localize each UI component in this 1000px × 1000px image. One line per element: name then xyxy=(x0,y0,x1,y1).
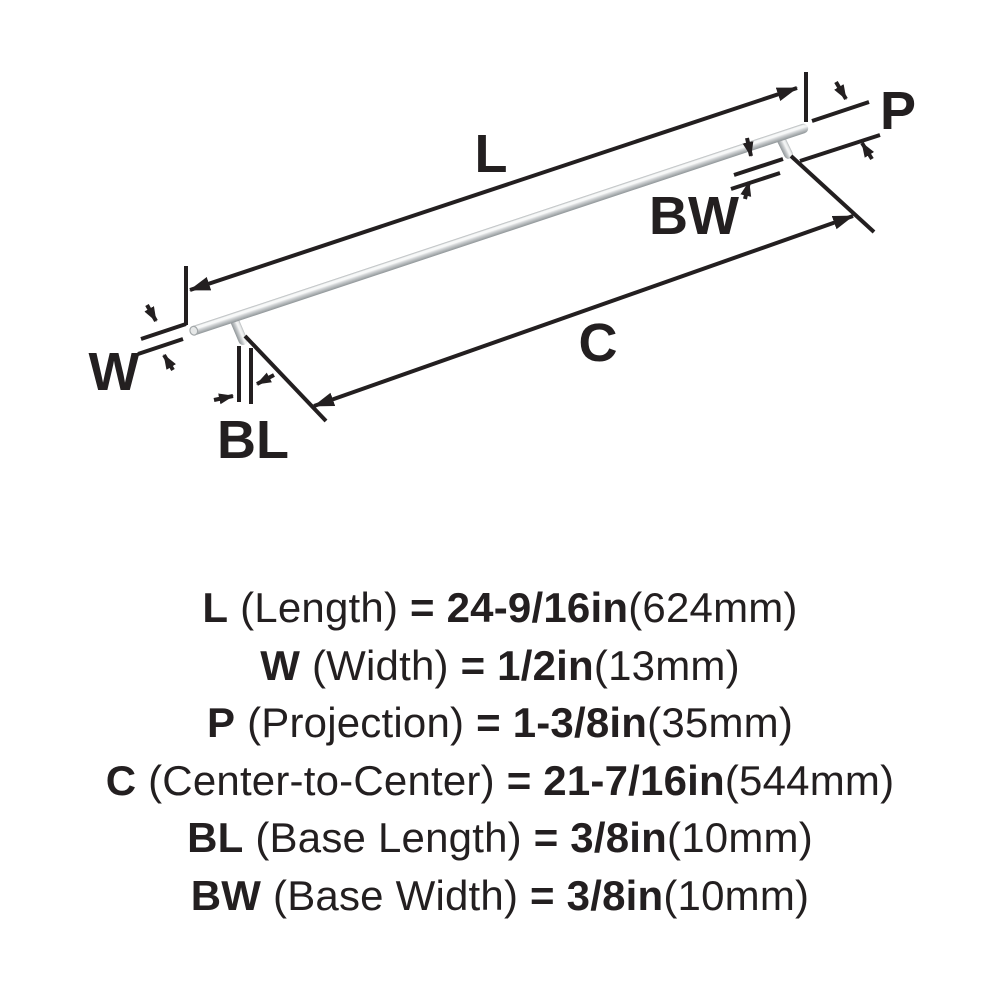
p-line-upper xyxy=(811,100,870,123)
spec-projection-value: 1-3/8in xyxy=(512,699,648,746)
spec-base-length-value: 3/8in xyxy=(570,814,668,861)
spec-projection-metric: (35mm) xyxy=(647,699,794,746)
label-projection: P xyxy=(880,81,916,141)
spec-length-abbr: L xyxy=(202,584,229,631)
spec-base-width-equals: = xyxy=(530,871,555,919)
c-extension-left xyxy=(243,334,328,423)
c-extension-right xyxy=(789,154,876,234)
dimension-spec-list: L (Length) = 24-9/16in(624mm) W (Width) … xyxy=(0,579,1000,924)
spec-length-metric: (624mm) xyxy=(628,584,798,631)
label-center-to-center: C xyxy=(579,313,618,373)
spec-width-abbr: W xyxy=(260,641,301,689)
spec-width-name: (Width) xyxy=(311,641,449,689)
label-width: W xyxy=(89,342,140,402)
spec-center-equals: = xyxy=(506,756,532,804)
spec-base-length: BL (Base Length) = 3/8in(10mm) xyxy=(0,809,1000,867)
spec-projection: P (Projection) = 1-3/8in(35mm) xyxy=(0,694,1000,752)
spec-width-equals: = xyxy=(460,641,486,689)
label-base-length: BL xyxy=(217,410,289,470)
spec-length-equals: = xyxy=(410,584,435,631)
spec-base-length-name: (Base Length) xyxy=(255,814,522,861)
spec-center-abbr: C xyxy=(105,756,137,804)
bw-arrow-down xyxy=(742,137,754,157)
label-base-width: BW xyxy=(649,186,739,246)
bw-arrow-up xyxy=(740,181,752,200)
spec-length-name: (Length) xyxy=(240,584,399,631)
c-dimension-line xyxy=(313,214,854,408)
bar-pull-diagram: L W P C BL BW xyxy=(89,72,916,470)
w-line-lower xyxy=(137,337,184,356)
p-line-lower xyxy=(799,133,881,163)
spec-projection-name: (Projection) xyxy=(247,699,465,746)
spec-projection-equals: = xyxy=(476,699,501,746)
bl-arrow-right xyxy=(213,393,234,405)
spec-center-to-center: C (Center-to-Center) = 21-7/16in(544mm) xyxy=(0,752,1000,810)
spec-center-value: 21-7/16in xyxy=(543,756,725,804)
p-arrow-down xyxy=(834,80,848,101)
w-arrow-up xyxy=(162,353,176,372)
spec-length: L (Length) = 24-9/16in(624mm) xyxy=(0,579,1000,637)
spec-base-length-metric: (10mm) xyxy=(667,814,813,861)
bar-end-cap xyxy=(189,325,199,336)
w-arrow-down xyxy=(144,304,158,322)
spec-center-name: (Center-to-Center) xyxy=(148,756,495,804)
spec-width: W (Width) = 1/2in(13mm) xyxy=(0,637,1000,695)
spec-base-length-equals: = xyxy=(533,814,559,861)
spec-projection-abbr: P xyxy=(206,699,236,746)
bl-arrow-left xyxy=(256,372,275,386)
bw-line-lower xyxy=(730,171,781,191)
spec-center-metric: (544mm) xyxy=(724,756,895,804)
spec-base-width-metric: (10mm) xyxy=(663,871,810,919)
w-line-upper xyxy=(140,322,187,341)
spec-length-value: 24-9/16in xyxy=(446,584,629,631)
label-length: L xyxy=(475,124,508,184)
spec-width-value: 1/2in xyxy=(497,641,594,689)
spec-base-width: BW (Base Width) = 3/8in(10mm) xyxy=(0,867,1000,925)
spec-base-width-name: (Base Width) xyxy=(273,871,519,919)
p-arrow-up xyxy=(860,141,875,161)
spec-base-width-value: 3/8in xyxy=(566,871,664,919)
spec-base-length-abbr: BL xyxy=(187,814,244,861)
spec-base-width-abbr: BW xyxy=(190,871,262,919)
bw-line-upper xyxy=(733,157,784,177)
l-dimension-line xyxy=(189,86,798,292)
spec-width-metric: (13mm) xyxy=(593,641,740,689)
